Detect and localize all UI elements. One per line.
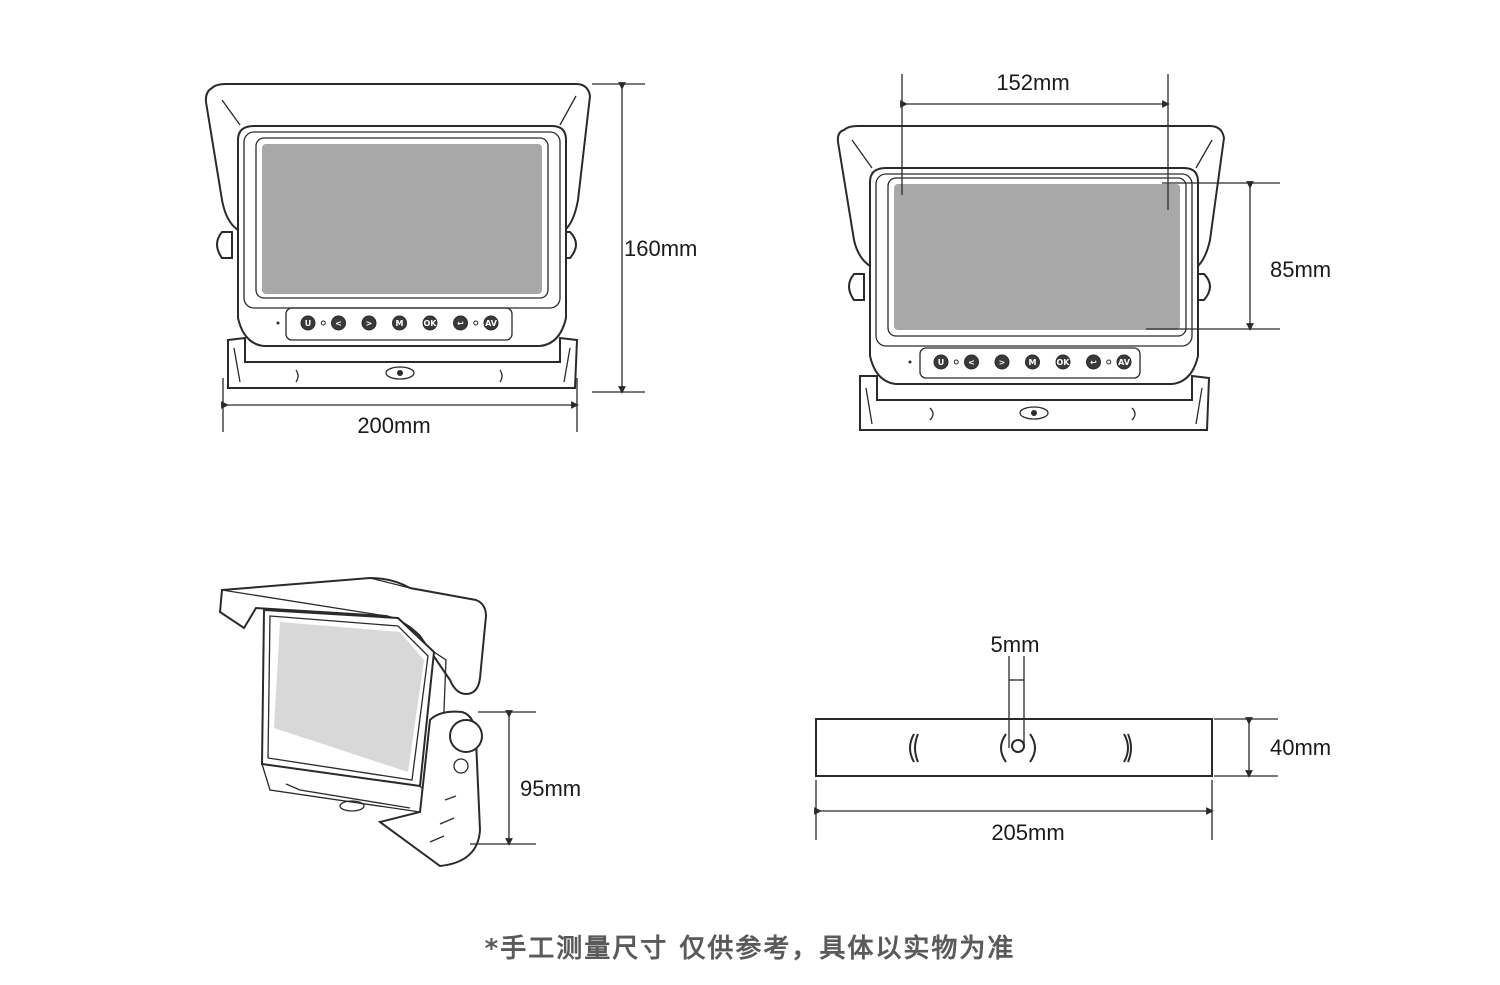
screen-view-left-knob — [848, 273, 865, 301]
base-plate — [815, 718, 1213, 777]
screen-width-label: 152mm — [996, 70, 1069, 95]
screen-view-power-icon — [933, 354, 949, 370]
side-view — [218, 576, 488, 868]
screen-view-av-icon — [1116, 354, 1132, 370]
front-view: U < > M OK ↩ AV — [204, 83, 592, 389]
side-depth-label: 95mm — [520, 776, 581, 801]
screen-view-swivel-icon — [1019, 406, 1049, 420]
base-width-dimension: 205mm — [814, 780, 1214, 845]
side-screen — [274, 622, 424, 772]
side-swivel-icon — [339, 800, 365, 812]
front-button-label: U — [305, 319, 312, 328]
screen-view-slot-right-icon — [1131, 407, 1136, 421]
slot-width-label: 5mm — [991, 632, 1040, 657]
side-depth-dimension: 95mm — [470, 710, 581, 846]
base-slot-left-icon — [909, 733, 919, 763]
front-av-icon — [483, 315, 499, 331]
front-width-label: 200mm — [357, 413, 430, 438]
front-button-panel — [285, 307, 513, 341]
front-button-label: M — [396, 319, 404, 328]
front-menu-icon — [392, 315, 407, 331]
screen-view-button-label: < — [968, 358, 975, 367]
front-height-label: 160mm — [624, 236, 697, 261]
screen-view-button-label: ↩ — [1090, 358, 1097, 367]
front-slot-left-icon — [295, 369, 299, 383]
screen-width-dimension: 152mm — [900, 70, 1170, 210]
base-slot-right-icon — [1123, 733, 1132, 763]
slot-width-dimension: 5mm — [991, 632, 1040, 748]
front-swivel-icon — [385, 366, 415, 380]
screen-view-button-label: AV — [1118, 358, 1131, 367]
front-screen — [262, 144, 542, 294]
screen-view-right-arrow-icon — [994, 354, 1010, 370]
screen-view-indicator-dot — [953, 359, 959, 365]
screen-view-return-icon — [1086, 354, 1101, 370]
front-button-label: < — [335, 319, 342, 328]
front-button-label: ↩ — [457, 319, 464, 328]
screen-height-dimension: 85mm — [1146, 181, 1331, 331]
base-view — [815, 718, 1213, 777]
front-left-knob — [216, 231, 233, 259]
screen-view-indicator-dot — [1106, 359, 1112, 365]
screen-view-button-label: > — [999, 358, 1006, 367]
screen-view-slot-left-icon — [929, 407, 934, 421]
screen-view-screen — [894, 184, 1180, 330]
screen-view-left-arrow-icon — [964, 354, 979, 370]
front-slot-right-icon — [499, 369, 503, 383]
screen-view-button-panel — [919, 347, 1141, 379]
screen-view: U < > M OK ↩ AV — [836, 125, 1226, 431]
screen-view-button-label: U — [938, 358, 945, 367]
screen-view-button-label: OK — [1057, 358, 1071, 367]
screen-view-menu-icon — [1025, 354, 1040, 370]
screen-height-label: 85mm — [1270, 257, 1331, 282]
front-ok-icon — [422, 315, 438, 331]
front-button-label: OK — [424, 319, 438, 328]
side-knob — [449, 719, 483, 753]
screen-view-button-label: M — [1029, 358, 1037, 367]
front-button-label: > — [366, 319, 373, 328]
front-left-arrow-icon — [331, 315, 346, 331]
screen-view-bracket — [859, 374, 1211, 431]
base-width-label: 205mm — [991, 820, 1064, 845]
front-indicator-dot — [320, 320, 326, 326]
screen-view-ok-icon — [1055, 354, 1071, 370]
front-width-dimension: 200mm — [221, 378, 579, 438]
front-bracket — [227, 336, 579, 389]
front-right-arrow-icon — [361, 315, 377, 331]
front-height-dimension: 160mm — [592, 82, 697, 394]
front-button-label: AV — [485, 319, 498, 328]
base-height-label: 40mm — [1270, 735, 1331, 760]
front-indicator-dot — [473, 320, 479, 326]
measurement-note: *手工测量尺寸 仅供参考，具体以实物为准 — [484, 934, 1016, 964]
base-height-dimension: 40mm — [1214, 717, 1331, 778]
front-return-icon — [453, 315, 468, 331]
front-power-icon — [300, 315, 316, 331]
